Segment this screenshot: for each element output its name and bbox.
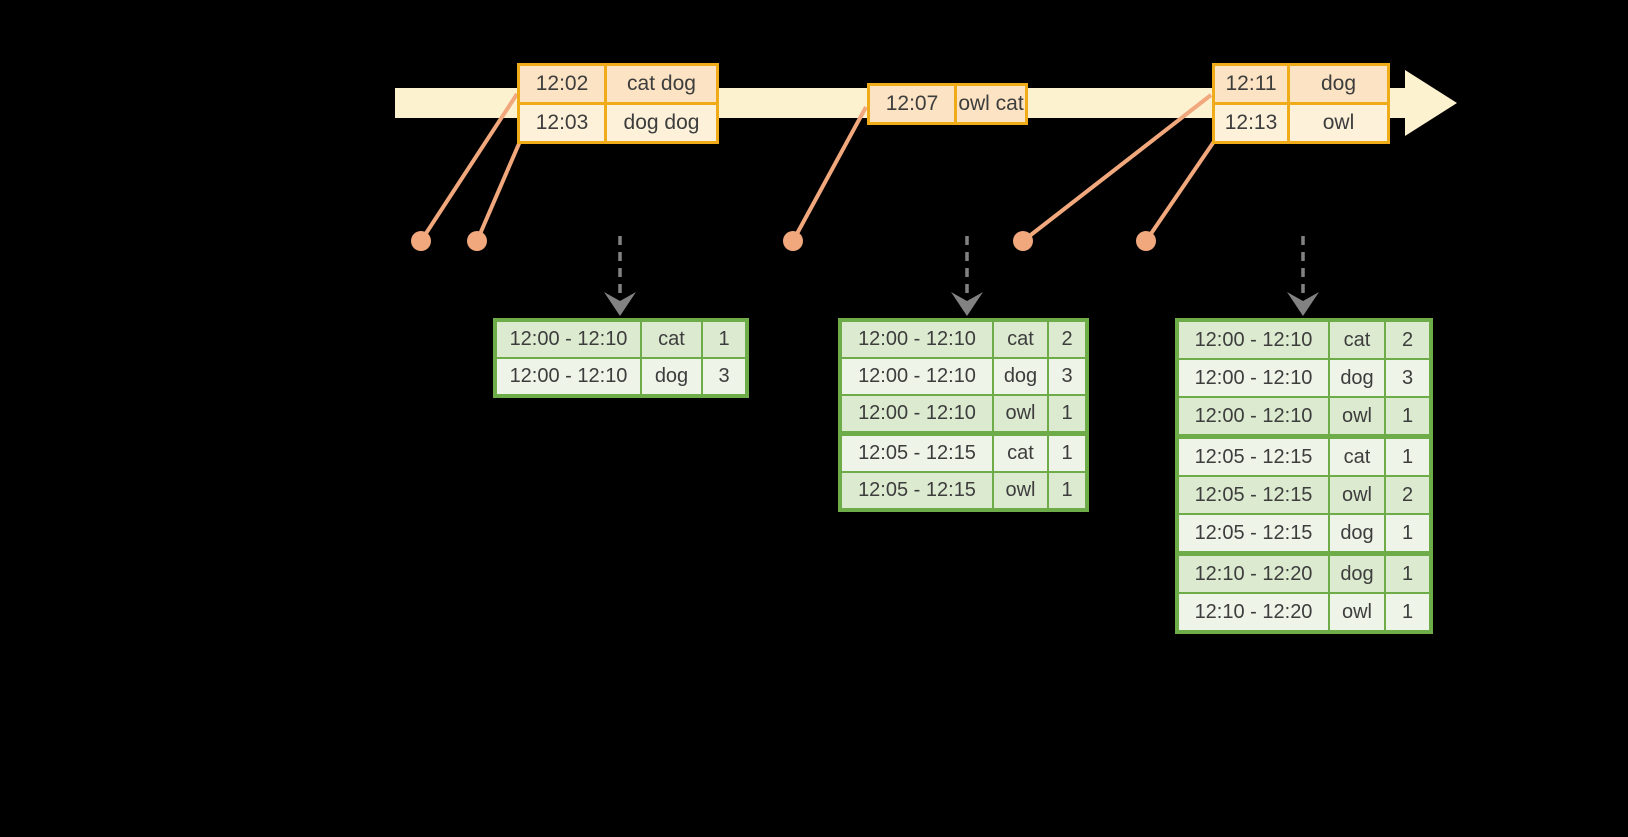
result-window-cell: 12:05 - 12:15 bbox=[842, 473, 992, 508]
result-table-2: 12:00 - 12:10 cat 2 12:00 - 12:10 dog 3 … bbox=[838, 318, 1089, 512]
result-window-cell: 12:10 - 12:20 bbox=[1179, 556, 1328, 592]
result-count-cell: 1 bbox=[1384, 398, 1429, 434]
timeline-right-arrowhead-icon bbox=[1405, 70, 1457, 136]
result-count-cell: 1 bbox=[1384, 515, 1429, 551]
result-word-cell: dog bbox=[1328, 556, 1384, 592]
result-table-1: 12:00 - 12:10 cat 1 12:00 - 12:10 dog 3 bbox=[493, 318, 749, 398]
event-words-cell: cat dog bbox=[604, 66, 716, 102]
timeline-event-table-1: 12:02 cat dog 12:03 dog dog bbox=[517, 63, 719, 144]
result-count-cell: 3 bbox=[701, 359, 745, 394]
event-time-cell: 12:03 bbox=[520, 105, 604, 141]
result-row: 12:00 - 12:10 dog 3 bbox=[497, 357, 745, 394]
result-word-cell: dog bbox=[640, 359, 701, 394]
result-window-cell: 12:00 - 12:10 bbox=[1179, 360, 1328, 396]
result-window-cell: 12:00 - 12:10 bbox=[1179, 398, 1328, 434]
event-words-cell: dog bbox=[1287, 66, 1387, 102]
result-window-cell: 12:05 - 12:15 bbox=[1179, 515, 1328, 551]
result-word-cell: cat bbox=[1328, 322, 1384, 358]
result-row: 12:00 - 12:10 cat 2 bbox=[842, 322, 1085, 357]
result-word-cell: owl bbox=[992, 396, 1047, 431]
event-row: 12:03 dog dog bbox=[520, 102, 716, 141]
result-word-cell: owl bbox=[1328, 477, 1384, 513]
result-window-cell: 12:05 - 12:15 bbox=[1179, 439, 1328, 475]
result-row: 12:05 - 12:15 cat 1 bbox=[1179, 434, 1429, 475]
result-count-cell: 1 bbox=[1047, 436, 1085, 471]
result-row: 12:00 - 12:10 dog 3 bbox=[1179, 358, 1429, 396]
result-window-cell: 12:05 - 12:15 bbox=[1179, 477, 1328, 513]
trigger-down-arrow-icon bbox=[604, 236, 636, 316]
result-row: 12:05 - 12:15 cat 1 bbox=[842, 431, 1085, 471]
event-connector-line bbox=[475, 138, 523, 242]
event-connector-line bbox=[1021, 93, 1213, 243]
timeline-event-table-2: 12:07 owl cat bbox=[867, 83, 1028, 125]
result-window-cell: 12:00 - 12:10 bbox=[497, 322, 640, 357]
result-word-cell: cat bbox=[992, 436, 1047, 471]
result-count-cell: 2 bbox=[1384, 477, 1429, 513]
result-window-cell: 12:00 - 12:10 bbox=[842, 322, 992, 357]
result-count-cell: 1 bbox=[1384, 439, 1429, 475]
result-window-cell: 12:00 - 12:10 bbox=[842, 359, 992, 394]
result-count-cell: 3 bbox=[1047, 359, 1085, 394]
event-dot bbox=[1013, 231, 1033, 251]
event-time-cell: 12:13 bbox=[1215, 105, 1287, 141]
result-word-cell: dog bbox=[1328, 360, 1384, 396]
result-window-cell: 12:00 - 12:10 bbox=[497, 359, 640, 394]
result-count-cell: 1 bbox=[1384, 594, 1429, 630]
result-row: 12:05 - 12:15 dog 1 bbox=[1179, 513, 1429, 551]
event-words-cell: owl cat bbox=[954, 86, 1025, 122]
event-row: 12:02 cat dog bbox=[520, 66, 716, 102]
event-connector-line bbox=[791, 106, 868, 242]
result-word-cell: dog bbox=[1328, 515, 1384, 551]
result-count-cell: 1 bbox=[1384, 556, 1429, 592]
event-dot bbox=[411, 231, 431, 251]
result-word-cell: dog bbox=[992, 359, 1047, 394]
event-connector-line bbox=[1144, 138, 1217, 243]
result-count-cell: 2 bbox=[1047, 322, 1085, 357]
result-window-cell: 12:00 - 12:10 bbox=[1179, 322, 1328, 358]
result-word-cell: cat bbox=[1328, 439, 1384, 475]
result-count-cell: 2 bbox=[1384, 322, 1429, 358]
result-row: 12:00 - 12:10 cat 2 bbox=[1179, 322, 1429, 358]
result-table-3: 12:00 - 12:10 cat 2 12:00 - 12:10 dog 3 … bbox=[1175, 318, 1433, 634]
result-row: 12:05 - 12:15 owl 2 bbox=[1179, 475, 1429, 513]
result-row: 12:05 - 12:15 owl 1 bbox=[842, 471, 1085, 508]
result-count-cell: 1 bbox=[1047, 396, 1085, 431]
result-row: 12:00 - 12:10 owl 1 bbox=[842, 394, 1085, 431]
event-row: 12:11 dog bbox=[1215, 66, 1387, 102]
result-count-cell: 1 bbox=[1047, 473, 1085, 508]
result-window-cell: 12:05 - 12:15 bbox=[842, 436, 992, 471]
trigger-down-arrow-icon bbox=[1287, 236, 1319, 316]
event-time-cell: 12:02 bbox=[520, 66, 604, 102]
event-dot bbox=[1136, 231, 1156, 251]
event-dot bbox=[467, 231, 487, 251]
event-words-cell: owl bbox=[1287, 105, 1387, 141]
event-time-cell: 12:11 bbox=[1215, 66, 1287, 102]
result-row: 12:10 - 12:20 owl 1 bbox=[1179, 592, 1429, 630]
event-row: 12:13 owl bbox=[1215, 102, 1387, 141]
result-word-cell: owl bbox=[1328, 398, 1384, 434]
trigger-down-arrow-icon bbox=[951, 236, 983, 316]
event-dot bbox=[783, 231, 803, 251]
result-word-cell: cat bbox=[640, 322, 701, 357]
result-count-cell: 3 bbox=[1384, 360, 1429, 396]
event-words-cell: dog dog bbox=[604, 105, 716, 141]
result-count-cell: 1 bbox=[701, 322, 745, 357]
result-word-cell: owl bbox=[1328, 594, 1384, 630]
result-window-cell: 12:10 - 12:20 bbox=[1179, 594, 1328, 630]
result-window-cell: 12:00 - 12:10 bbox=[842, 396, 992, 431]
result-row: 12:10 - 12:20 dog 1 bbox=[1179, 551, 1429, 592]
result-row: 12:00 - 12:10 cat 1 bbox=[497, 322, 745, 357]
result-word-cell: owl bbox=[992, 473, 1047, 508]
event-time-cell: 12:07 bbox=[870, 86, 954, 122]
timeline-event-table-3: 12:11 dog 12:13 owl bbox=[1212, 63, 1390, 144]
result-word-cell: cat bbox=[992, 322, 1047, 357]
result-row: 12:00 - 12:10 dog 3 bbox=[842, 357, 1085, 394]
result-row: 12:00 - 12:10 owl 1 bbox=[1179, 396, 1429, 434]
event-connector-line bbox=[419, 92, 519, 243]
event-row: 12:07 owl cat bbox=[870, 86, 1025, 122]
